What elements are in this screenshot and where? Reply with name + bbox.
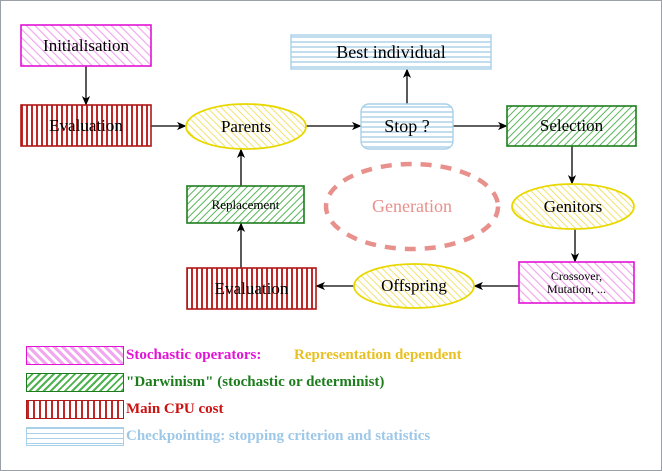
legend-swatch-main-cpu-cost	[26, 400, 124, 419]
node-shape-stop[interactable]	[360, 103, 454, 150]
legend-label-stochastic-operators: Stochastic operators:	[126, 347, 262, 363]
node-shape-evaluation-bottom[interactable]	[186, 267, 317, 310]
node-shape-selection[interactable]	[506, 105, 637, 147]
node-shape-crossover[interactable]	[518, 261, 635, 304]
node-shape-offspring[interactable]	[353, 263, 475, 309]
legend-label-darwinism: "Darwinism" (stochastic or determinist)	[126, 374, 385, 390]
legend-swatch-checkpointing	[26, 427, 124, 446]
node-layer	[20, 24, 637, 310]
node-shape-generation[interactable]	[323, 161, 501, 252]
edge-layer	[81, 66, 580, 291]
legend-swatch-darwinism	[26, 373, 124, 392]
node-shape-best-individual[interactable]	[290, 34, 492, 70]
legend-label-main-cpu-cost: Main CPU cost	[126, 401, 224, 417]
node-shape-genitors[interactable]	[511, 183, 635, 230]
legend-swatch-stochastic-operators	[26, 346, 124, 365]
legend-extra-stochastic-operators: Representation dependent	[294, 347, 462, 363]
node-shape-replacement[interactable]	[186, 185, 305, 224]
node-shape-evaluation-top[interactable]	[20, 104, 152, 147]
node-shape-initialisation[interactable]	[20, 24, 152, 67]
legend-label-checkpointing: Checkpointing: stopping criterion and st…	[126, 428, 431, 444]
node-shape-parents[interactable]	[185, 103, 307, 150]
